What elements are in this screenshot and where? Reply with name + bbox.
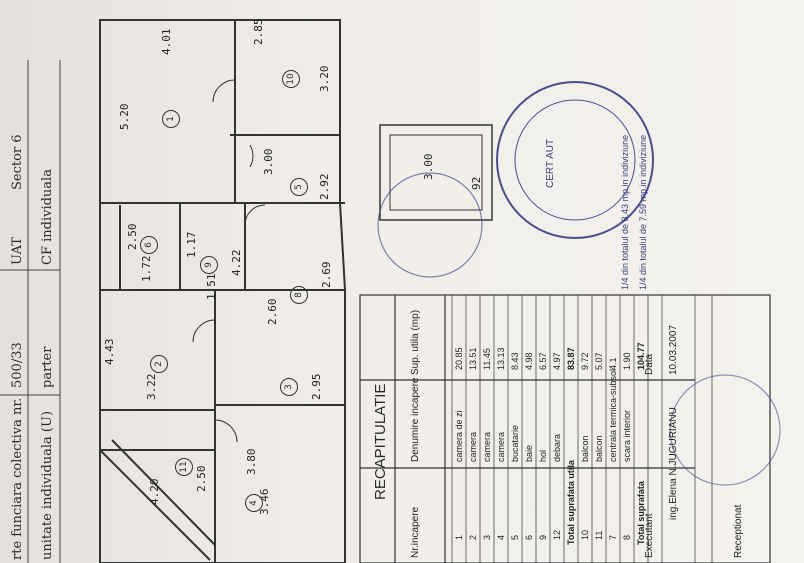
dim-stair-3-00: 3.00 [422,153,435,181]
table-cell-name: camera de zi [454,410,464,462]
stamp-ring-text: CERT AUT [545,138,556,188]
data-label: Data [644,353,655,375]
table-cell-nr: 3 [482,534,492,540]
dim-3-22: 3.22 [145,373,158,401]
table-cell-nr: 5 [510,534,520,540]
dim-4-20: 4.20 [148,478,161,506]
dim-3-00: 3.00 [262,148,275,176]
table-cell-name: centrala termica-subsol [608,368,618,462]
table-cell-name: camera [496,431,506,462]
table-cell-area: 9.72 [580,352,590,370]
table-header-nr: Nr.incapere [410,506,421,558]
table-cell-area: 8.43 [510,352,520,370]
table-cell-name: baie [524,444,534,462]
dim-4-01: 4.01 [160,28,173,56]
dim-4-43: 4.43 [103,338,116,366]
dim-2-92: 2.92 [318,173,331,201]
table-cell-name: hol [538,449,548,462]
executant-label: Executant [644,513,655,558]
table-cell-nr: 8 [622,534,632,540]
table-cell-area: 6.57 [538,352,548,370]
stamp-indiviziune-line1: 1/4 din totalul de 8.43 mp.in indiviziun… [620,134,630,290]
dim-5-20: 5.20 [118,103,131,131]
room-number-8: 8 [290,286,308,304]
table-cell-nr: 10 [580,529,590,540]
receptionat-label: Receptionat [733,504,744,558]
table-cell-area: 1.90 [622,352,632,370]
table-cell-name: Total suprafata utila [566,460,576,545]
room-number-10: 10 [282,70,300,88]
room-number-2: 2 [150,355,168,373]
table-cell-name: camera [468,431,478,462]
table-cell-name: bucatarie [510,424,520,462]
table-cell-name: debara [552,433,562,462]
dim-1-51: 1.51 [205,273,218,301]
table-cell-nr: 1 [454,534,464,540]
table-cell-area: 4.98 [524,352,534,370]
table-cell-area: 20.85 [454,347,464,370]
executant-date: 10.03.2007 [668,324,679,375]
dim-2-50: 2.50 [126,223,139,251]
room-number-3: 3 [280,378,298,396]
table-cell-area: 13.13 [496,347,506,370]
dim-2-69: 2.69 [320,261,333,289]
dim-2-60: 2.60 [266,298,279,326]
table-cell-nr: 2 [468,534,478,540]
dim-stair-92: 92 [470,176,483,190]
dim-2-50b: 2.50 [195,465,208,493]
table-cell-name: scara interior [622,409,632,462]
room-number-5: 5 [290,178,308,196]
room-number-6: 6 [140,236,158,254]
room-number-9: 9 [200,256,218,274]
dim-2-85: 2.85 [252,18,265,46]
table-header-name: Denumire incapere [410,377,421,463]
room-number-11: 11 [175,458,193,476]
executant-name: ing.Elena N.JUGURIANU [668,407,679,520]
dim-1-72: 1.72 [140,255,153,283]
table-cell-area: 13.51 [468,347,478,370]
dim-1-17: 1.17 [185,231,198,259]
table-cell-nr: 12 [552,529,562,540]
table-cell-area: 83.87 [566,347,576,370]
table-cell-area: 11.45 [482,348,492,370]
room-number-1: 1 [162,110,180,128]
table-cell-nr: 7 [608,534,618,540]
dim-3-20: 3.20 [318,65,331,93]
table-cell-area: 4.97 [552,352,562,370]
table-header-area: Sup. utila (mp) [410,309,421,375]
table-cell-nr: 9 [538,534,548,540]
dim-2-95: 2.95 [310,373,323,401]
table-cell-name: balcon [580,435,590,462]
dim-4-22: 4.22 [230,249,243,277]
dim-3-80: 3.80 [245,448,258,476]
stamp-indiviziune-line2: 1/4 din totalul de 7.59 mp.in indiviziun… [638,134,648,290]
table-cell-area: 4.1 [608,357,618,370]
table-cell-area: 5.07 [594,352,604,370]
table-cell-nr: 4 [496,534,506,540]
room-number-4: 4 [245,494,263,512]
table-cell-nr: 6 [524,534,534,540]
table-title: RECAPITULATIE [372,383,389,500]
table-cell-name: camera [482,431,492,462]
table-cell-nr: 11 [594,530,604,540]
table-cell-name: balcon [594,435,604,462]
